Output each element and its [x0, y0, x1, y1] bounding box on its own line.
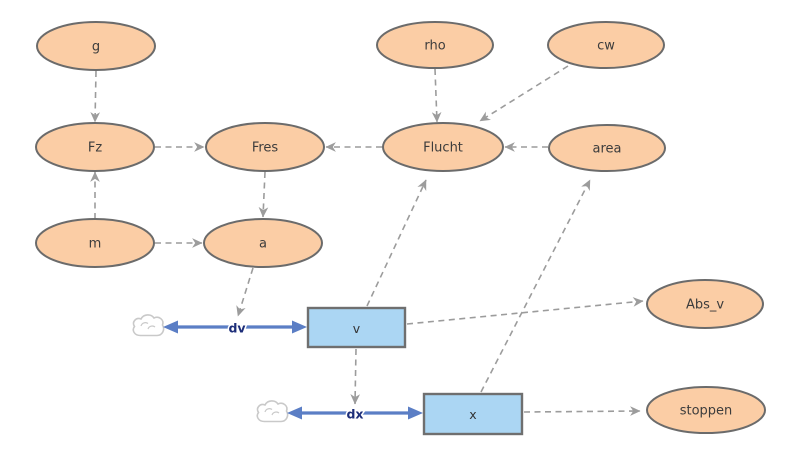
variable-node-stoppen[interactable]: stoppen — [646, 386, 766, 434]
variable-ellipse — [35, 218, 155, 268]
link-v-to-flucht[interactable] — [366, 179, 427, 307]
variable-label: Fz — [88, 141, 102, 156]
variable-label: g — [92, 40, 100, 55]
variable-node-rho[interactable]: rho — [376, 21, 494, 69]
flow-label-dv[interactable]: dv — [227, 319, 247, 337]
stock-rect — [422, 392, 524, 436]
variable-label: cw — [597, 39, 615, 54]
link-g-to-fz[interactable] — [90, 70, 101, 123]
variable-ellipse — [205, 122, 325, 172]
variable-label: Abs_v — [686, 298, 724, 313]
flow-dv[interactable]: dv — [132, 314, 307, 337]
stock-node-v[interactable]: v — [306, 306, 407, 349]
variable-label: m — [89, 237, 102, 252]
link-rho-to-flucht[interactable] — [431, 68, 442, 123]
variable-label: rho — [424, 39, 445, 54]
variable-label: area — [593, 142, 622, 157]
variable-label: a — [259, 237, 267, 252]
flow-dx[interactable]: dx — [256, 400, 423, 423]
link-x-to-area[interactable] — [480, 179, 591, 393]
variable-ellipse — [36, 21, 156, 71]
stock-label: v — [353, 321, 361, 336]
flow-dv-arrowhead-right — [292, 320, 307, 334]
variable-ellipse — [376, 21, 494, 69]
cloud-icon[interactable] — [256, 400, 289, 423]
variable-ellipse — [646, 386, 766, 434]
variable-ellipse — [547, 21, 665, 69]
variable-node-area[interactable]: area — [548, 124, 666, 172]
variable-label: stoppen — [680, 404, 733, 419]
cloud-squiggle — [271, 411, 280, 416]
link-v-to-dx[interactable] — [350, 348, 361, 405]
link-x-to-stoppen[interactable] — [523, 406, 641, 416]
variable-node-cw[interactable]: cw — [547, 21, 665, 69]
flow-dx-arrowhead-right — [408, 406, 423, 420]
stock-rect — [306, 306, 407, 349]
variable-ellipse — [548, 124, 666, 172]
link-a-to-dv[interactable] — [236, 267, 254, 317]
cloud-squiggle — [140, 322, 149, 327]
variable-ellipse — [646, 279, 764, 329]
variable-ellipse — [35, 122, 155, 172]
stock-node-x[interactable]: x — [422, 392, 524, 436]
cloud-squiggle — [264, 408, 273, 413]
stock-label: x — [469, 407, 476, 422]
variable-ellipse — [382, 122, 504, 172]
variable-node-a[interactable]: a — [203, 218, 323, 268]
influence-links — [90, 65, 644, 416]
variable-node-fz[interactable]: Fz — [35, 122, 155, 172]
variable-ellipse — [203, 218, 323, 268]
variable-node-m[interactable]: m — [35, 218, 155, 268]
cloud-squiggle — [147, 325, 156, 330]
flow-dx-arrowhead-left — [287, 406, 302, 420]
variable-node-flucht[interactable]: Flucht — [382, 122, 504, 172]
variable-node-fres[interactable]: Fres — [205, 122, 325, 172]
link-v-to-abs-v[interactable] — [406, 297, 644, 325]
link-fres-to-a[interactable] — [258, 171, 269, 218]
variable-node-g[interactable]: g — [36, 21, 156, 71]
flow-dv-arrowhead-left — [163, 320, 178, 334]
variable-node-abs-v[interactable]: Abs_v — [646, 279, 764, 329]
flow-label-dx[interactable]: dx — [345, 405, 365, 423]
link-cw-to-flucht[interactable] — [479, 65, 569, 122]
cloud-icon[interactable] — [132, 314, 165, 337]
variable-label: Fres — [252, 141, 279, 156]
variable-label: Flucht — [423, 141, 463, 156]
